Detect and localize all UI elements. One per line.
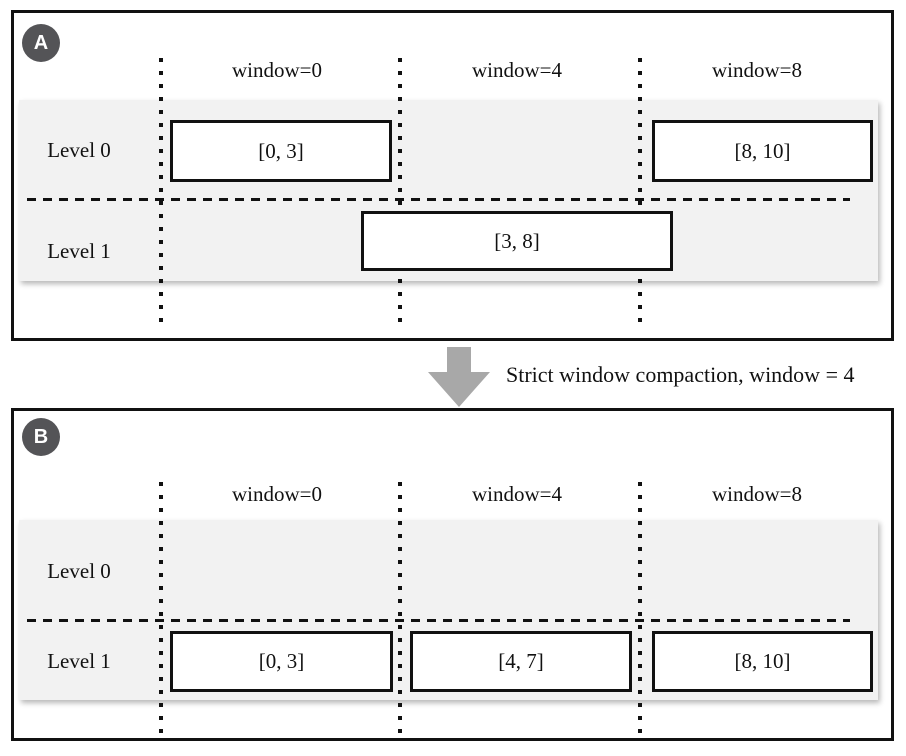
transition-label: Strict window compaction, window = 4 (506, 362, 855, 387)
panel-a-window8-guideline (638, 58, 642, 322)
panel-b (11, 408, 894, 741)
panel-b-window-label-0: window=0 (231, 482, 322, 506)
panel-b-window-label-4: window=4 (471, 482, 562, 506)
panel-a-interval-box-3-8: [3, 8] (361, 211, 673, 271)
panel-b-level0-label: Level 0 (47, 559, 111, 583)
panel-a-window-label-0: window=0 (231, 58, 322, 82)
down-arrow-icon (428, 347, 490, 407)
panel-b-window8-guideline (638, 482, 642, 739)
panel-b-badge: B (22, 418, 60, 456)
panel-a-window4-guideline (398, 58, 402, 322)
panel-a-window0-guideline (159, 58, 163, 322)
panel-a-level1-label: Level 1 (47, 239, 111, 263)
panel-a-window-label-8: window=8 (711, 58, 802, 82)
panel-a-interval-box-8-10: [8, 10] (652, 120, 873, 182)
panel-b-window-label-8: window=8 (711, 482, 802, 506)
panel-b-window0-guideline (159, 482, 163, 739)
panel-b-level-divider (27, 619, 850, 622)
panel-b-interval-box-8-10: [8, 10] (652, 631, 873, 692)
panel-a-level-divider (27, 198, 850, 201)
panel-b-interval-box-4-7: [4, 7] (410, 631, 632, 692)
panel-a-level0-label: Level 0 (47, 138, 111, 162)
panel-a-window-label-4: window=4 (471, 58, 562, 82)
panel-b-window4-guideline (398, 482, 402, 739)
panel-a (11, 10, 894, 341)
panel-a-interval-box-0-3: [0, 3] (170, 120, 392, 182)
panel-b-level1-label: Level 1 (47, 649, 111, 673)
panel-b-interval-box-0-3: [0, 3] (170, 631, 393, 692)
panel-a-badge: A (22, 24, 60, 62)
